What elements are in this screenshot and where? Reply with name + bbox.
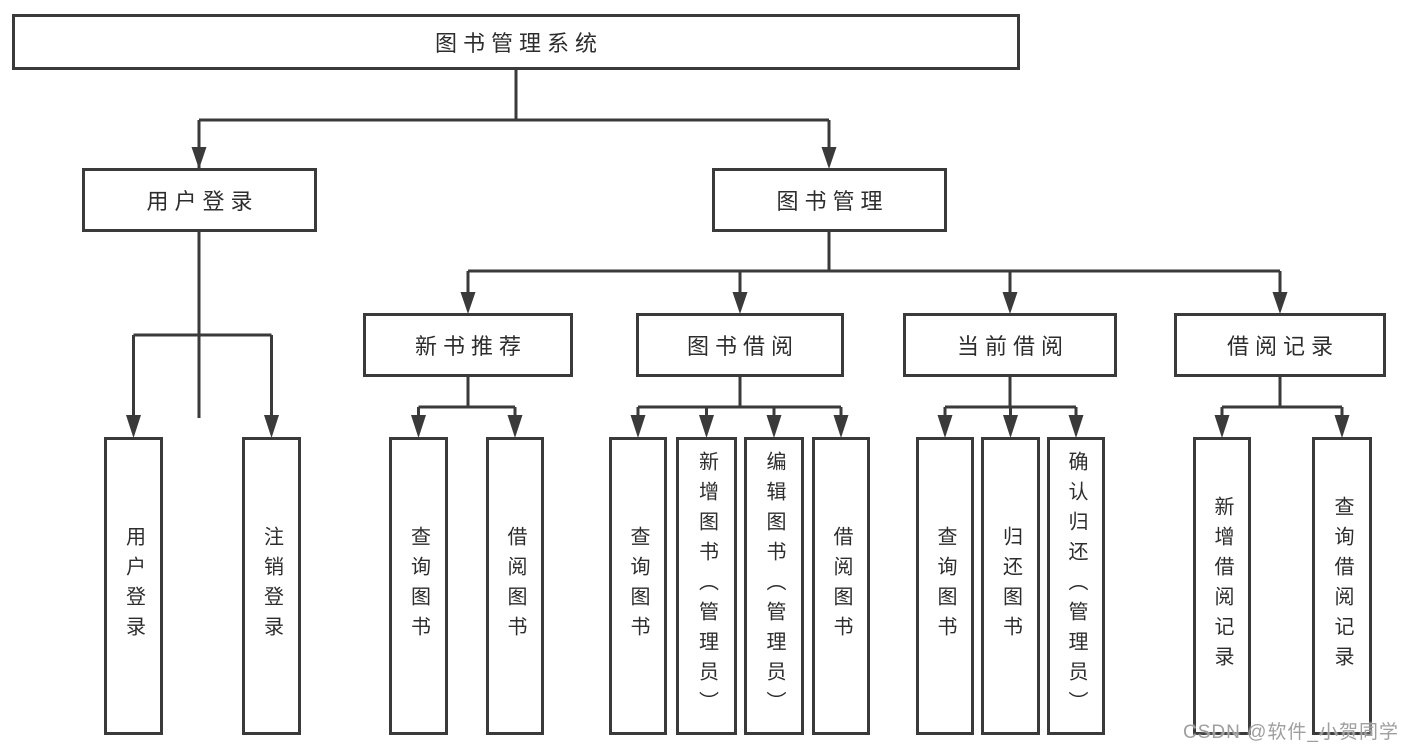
arrow-down-icon bbox=[126, 415, 141, 438]
leaf-user-login: 用户登录 bbox=[104, 437, 163, 735]
arrow-down-icon bbox=[630, 415, 646, 438]
leaf-current-return-books-label: 归还图书 bbox=[999, 526, 1022, 646]
node-borrow-records: 借阅记录 bbox=[1174, 313, 1386, 377]
branch-user-login: 用户登录 bbox=[82, 168, 317, 232]
node-book-borrow-label: 图书借阅 bbox=[686, 334, 799, 359]
leaf-borrow-edit-books-admin: 编辑图书（管理员） bbox=[744, 437, 804, 735]
leaf-borrow-query-books-label: 查询图书 bbox=[627, 526, 649, 646]
arrow-down-icon bbox=[1214, 415, 1230, 438]
node-current-borrow-label: 当前借阅 bbox=[956, 334, 1069, 359]
node-root: 图书管理系统 bbox=[12, 14, 1020, 70]
arrow-down-icon bbox=[191, 147, 207, 169]
connector-new-book bbox=[417, 377, 517, 420]
leaf-logout: 注销登录 bbox=[242, 437, 301, 735]
leaf-newbook-query-books: 查询图书 bbox=[389, 437, 448, 735]
leaf-records-query-record-label: 查询借阅记录 bbox=[1331, 496, 1353, 676]
leaf-records-add-record-label: 新增借阅记录 bbox=[1211, 496, 1233, 676]
branch-book-management-label: 图书管理 bbox=[776, 189, 889, 214]
node-new-book-recommend: 新书推荐 bbox=[363, 313, 573, 377]
node-new-book-recommend-label: 新书推荐 bbox=[414, 334, 527, 359]
arrow-down-icon bbox=[821, 147, 837, 169]
arrow-down-icon bbox=[507, 415, 523, 438]
leaf-newbook-borrow-books-label: 借阅图书 bbox=[504, 526, 526, 646]
arrow-down-icon bbox=[460, 292, 476, 314]
arrow-down-icon bbox=[1334, 415, 1350, 438]
leaf-records-add-record: 新增借阅记录 bbox=[1193, 437, 1251, 735]
csdn-watermark: CSDN @软件_小贺同学 bbox=[1183, 722, 1399, 743]
connector-book-borrow bbox=[636, 377, 843, 420]
leaf-records-query-record: 查询借阅记录 bbox=[1312, 437, 1372, 735]
connector-borrow-records bbox=[1220, 377, 1344, 420]
leaf-current-query-books: 查询图书 bbox=[916, 437, 974, 735]
arrow-down-icon bbox=[1003, 415, 1018, 438]
node-current-borrow: 当前借阅 bbox=[903, 313, 1117, 377]
arrow-down-icon bbox=[1272, 292, 1288, 314]
leaf-current-confirm-return-admin: 确认归还（管理员） bbox=[1047, 437, 1105, 735]
leaf-borrow-query-books: 查询图书 bbox=[609, 437, 667, 735]
connector-user-login bbox=[132, 232, 273, 418]
arrow-down-icon bbox=[264, 415, 279, 438]
arrow-down-icon bbox=[699, 415, 714, 438]
arrow-down-icon bbox=[937, 415, 953, 438]
arrow-down-icon bbox=[833, 415, 849, 438]
leaf-logout-label: 注销登录 bbox=[260, 526, 283, 646]
leaf-borrow-add-books-admin-label: 新增图书（管理员） bbox=[695, 451, 718, 721]
leaf-user-login-label: 用户登录 bbox=[122, 526, 145, 646]
branch-user-login-label: 用户登录 bbox=[146, 189, 259, 214]
leaf-newbook-borrow-books: 借阅图书 bbox=[486, 437, 544, 735]
connector-book-management bbox=[466, 232, 1282, 295]
arrow-down-icon bbox=[411, 415, 426, 438]
branch-book-management: 图书管理 bbox=[712, 168, 947, 232]
node-root-label: 图书管理系统 bbox=[434, 31, 603, 56]
leaf-current-confirm-return-admin-label: 确认归还（管理员） bbox=[1065, 451, 1087, 721]
node-borrow-records-label: 借阅记录 bbox=[1226, 334, 1339, 359]
arrow-down-icon bbox=[732, 292, 748, 314]
node-book-borrow: 图书借阅 bbox=[636, 313, 844, 377]
arrow-down-icon bbox=[1068, 415, 1084, 438]
arrow-down-icon bbox=[1002, 292, 1018, 314]
leaf-newbook-query-books-label: 查询图书 bbox=[407, 526, 430, 646]
leaf-borrow-edit-books-admin-label: 编辑图书（管理员） bbox=[763, 451, 785, 721]
leaf-current-query-books-label: 查询图书 bbox=[934, 526, 956, 646]
connector-current-borrow bbox=[943, 377, 1078, 420]
leaf-borrow-add-books-admin: 新增图书（管理员） bbox=[676, 437, 737, 735]
arrow-down-icon bbox=[766, 415, 782, 438]
leaf-borrow-borrow-books: 借阅图书 bbox=[812, 437, 870, 735]
leaf-borrow-borrow-books-label: 借阅图书 bbox=[830, 526, 852, 646]
leaf-current-return-books: 归还图书 bbox=[981, 437, 1040, 735]
